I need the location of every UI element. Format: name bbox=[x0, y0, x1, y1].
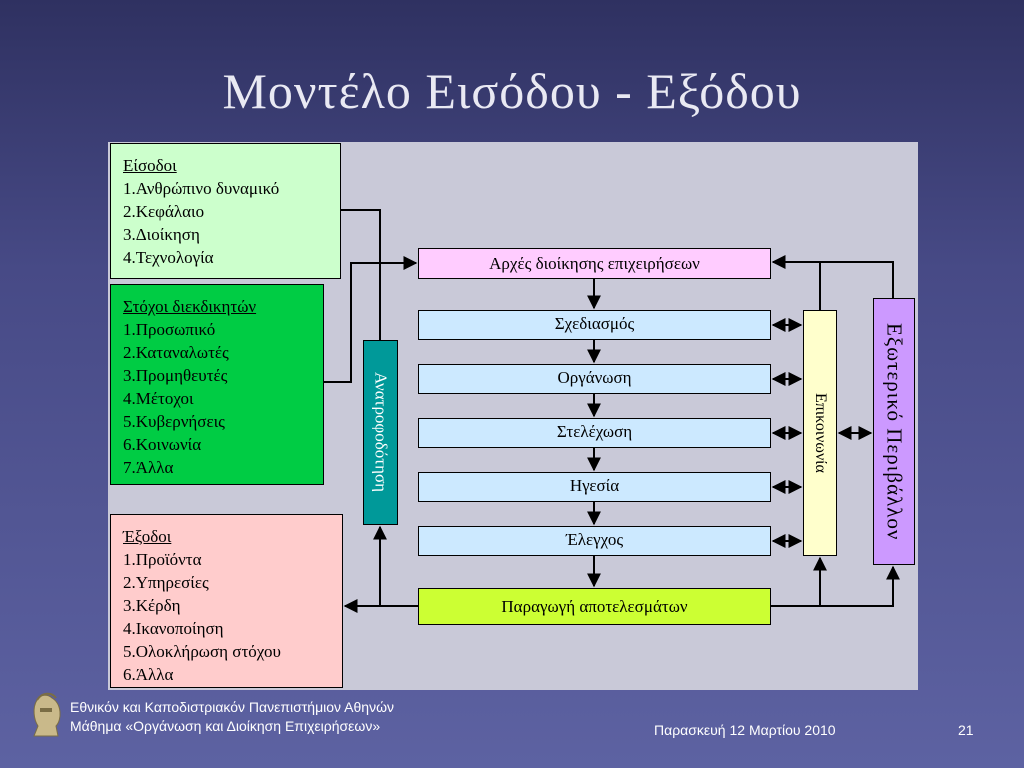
production-to-external-connector bbox=[820, 565, 900, 607]
external-to-principles-connector bbox=[771, 255, 894, 298]
principles-box: Αρχές διοίκησης επιχειρήσεων bbox=[418, 248, 771, 279]
claimants-item: 2.Καταναλωτές bbox=[123, 343, 229, 362]
footer-university: Εθνικόν και Καποδιστριακόν Πανεπιστήμιον… bbox=[70, 698, 394, 736]
outputs-item: 3.Κέρδη bbox=[123, 596, 181, 615]
controlling-box: Έλεγχος bbox=[418, 526, 771, 556]
footer-course-name: Μάθημα «Οργάνωση και Διοίκηση Επιχειρήσε… bbox=[70, 718, 381, 734]
inputs-title: Είσοδοι bbox=[123, 156, 177, 175]
production-box: Παραγωγή αποτελεσμάτων bbox=[418, 588, 771, 625]
claimants-item: 3.Προμηθευτές bbox=[123, 366, 228, 385]
inputs-item: 4.Τεχνολογία bbox=[123, 248, 214, 267]
communication-box: Επικοινωνία bbox=[803, 310, 837, 556]
claimants-title: Στόχοι διεκδικητών bbox=[123, 297, 257, 316]
planning-box: Σχεδιασμός bbox=[418, 310, 771, 340]
claimants-item: 6.Κοινωνία bbox=[123, 435, 202, 454]
inputs-item: 3.Διοίκηση bbox=[123, 225, 200, 244]
university-logo-icon bbox=[33, 692, 61, 737]
claimants-item: 5.Κυβερνήσεις bbox=[123, 412, 225, 431]
claimants-item: 7.Άλλα bbox=[123, 458, 174, 477]
external-box: Εξωτερικό Περιβάλλον bbox=[873, 298, 915, 565]
feedback-box: Ανατροφοδότηση bbox=[363, 340, 398, 525]
claimants-box: Στόχοι διεκδικητών 1.Προσωπικό 2.Καταναλ… bbox=[110, 284, 324, 485]
inputs-connector bbox=[341, 209, 381, 340]
page-number: 21 bbox=[958, 722, 974, 738]
outputs-item: 5.Ολοκλήρωση στόχου bbox=[123, 642, 281, 661]
footer-date: Παρασκευή 12 Μαρτίου 2010 bbox=[654, 722, 836, 738]
communication-label: Επικοινωνία bbox=[812, 393, 829, 473]
production-to-communication-connector bbox=[771, 556, 827, 607]
claimants-connector bbox=[324, 256, 418, 383]
staffing-box: Στελέχωση bbox=[418, 418, 771, 448]
claimants-item: 4.Μέτοχοι bbox=[123, 389, 194, 408]
organizing-box: Οργάνωση bbox=[418, 364, 771, 394]
outputs-item: 2.Υπηρεσίες bbox=[123, 573, 209, 592]
claimants-item: 1.Προσωπικό bbox=[123, 320, 216, 339]
outputs-box: Έξοδοι 1.Προϊόντα 2.Υπηρεσίες 3.Κέρδη 4.… bbox=[110, 514, 343, 688]
outputs-title: Έξοδοι bbox=[123, 527, 172, 546]
footer-university-name: Εθνικόν και Καποδιστριακόν Πανεπιστήμιον… bbox=[70, 699, 395, 715]
leading-box: Ηγεσία bbox=[418, 472, 771, 502]
inputs-box: Είσοδοι 1.Ανθρώπινο δυναμικό 2.Κεφάλαιο … bbox=[110, 143, 341, 279]
external-label: Εξωτερικό Περιβάλλον bbox=[882, 322, 907, 541]
outputs-item: 6.Άλλα bbox=[123, 665, 174, 684]
inputs-item: 1.Ανθρώπινο δυναμικό bbox=[123, 179, 280, 198]
slide-title: Μοντέλο Εισόδου - Εξόδου bbox=[222, 63, 802, 119]
inputs-item: 2.Κεφάλαιο bbox=[123, 202, 205, 221]
outputs-item: 4.Ικανοποίηση bbox=[123, 619, 224, 638]
outputs-item: 1.Προϊόντα bbox=[123, 550, 202, 569]
feedback-label: Ανατροφοδότηση bbox=[371, 372, 391, 493]
